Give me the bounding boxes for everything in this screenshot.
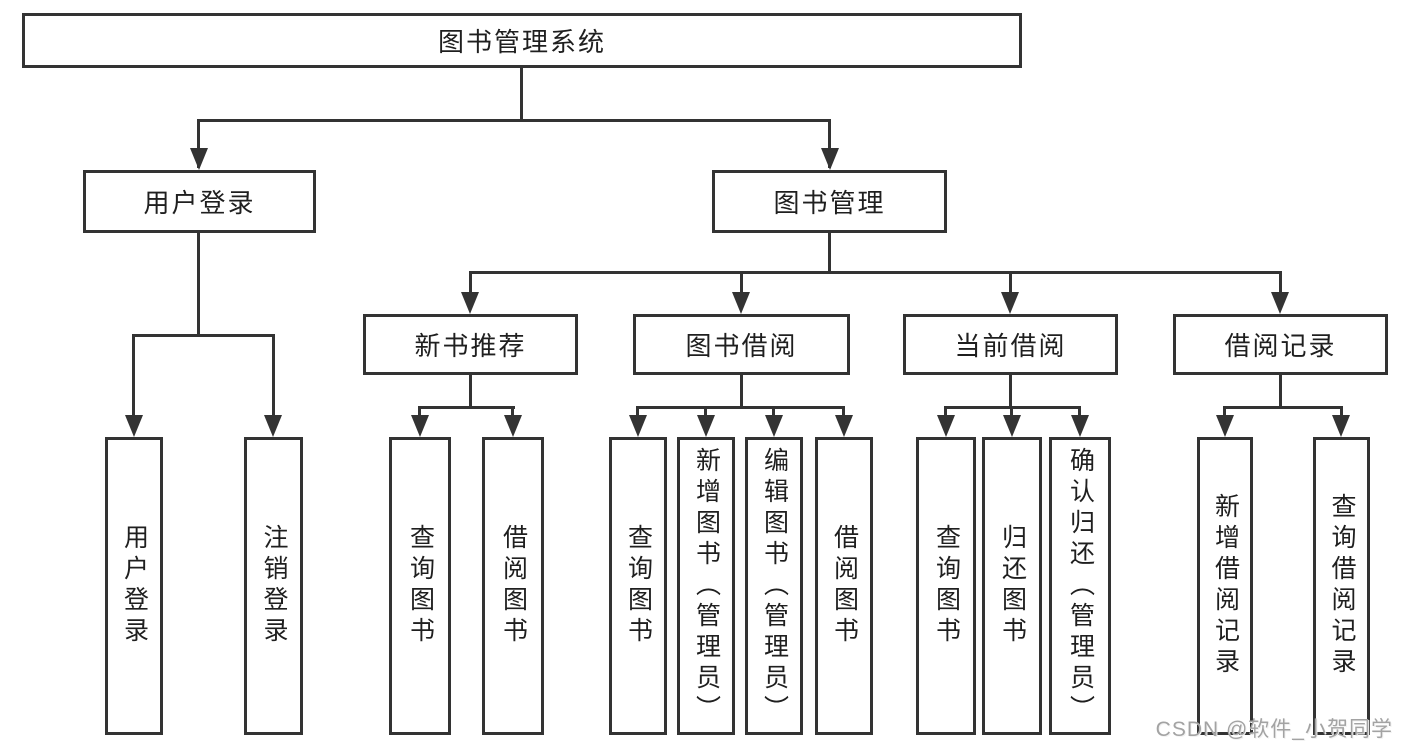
node-leaf-user-login: 用户登录 (105, 437, 163, 735)
arrow-down-icon (1071, 415, 1089, 437)
connector-vline (197, 233, 200, 336)
node-label: 当前借阅 (954, 331, 1067, 361)
arrow-down-icon (1003, 415, 1021, 437)
connector-vline (740, 271, 743, 299)
connector-vline (1009, 271, 1012, 299)
node-leaf-current-return-books: 归还图书 (982, 437, 1042, 735)
node-label: 注销登录 (260, 524, 288, 648)
connector-vline (197, 119, 200, 168)
node-leaf-borrow-query-books: 查询图书 (609, 437, 667, 735)
node-label: 图书管理系统 (437, 27, 606, 57)
node-label: 新增图书（管理员） (692, 446, 721, 726)
connector-vline (1340, 406, 1343, 422)
connector-vline (944, 406, 947, 422)
arrow-down-icon (125, 415, 143, 437)
connector-vline (772, 406, 775, 422)
connector-vline (418, 406, 421, 422)
node-label: 新增借阅记录 (1211, 493, 1240, 679)
arrow-down-icon (1216, 415, 1234, 437)
node-label: 借阅图书 (499, 524, 528, 648)
node-leaf-rec-borrow-books: 借阅图书 (482, 437, 544, 735)
connector-vline (1279, 375, 1282, 408)
connector-vline (1010, 406, 1013, 422)
arrow-down-icon (504, 415, 522, 437)
node-user-login: 用户登录 (83, 170, 316, 233)
arrow-down-icon (1001, 292, 1019, 314)
node-label: 图书管理 (773, 188, 886, 218)
node-label: 确认归还（管理员） (1066, 446, 1095, 726)
node-book-management: 图书管理 (712, 170, 947, 233)
node-leaf-current-confirm-return-admin: 确认归还（管理员） (1049, 437, 1111, 735)
connector-vline (520, 68, 523, 121)
connector-hline (636, 406, 845, 409)
arrow-down-icon (1271, 292, 1289, 314)
arrow-down-icon (1332, 415, 1350, 437)
connector-vline (511, 406, 514, 422)
connector-vline (469, 375, 472, 408)
node-label: 用户登录 (143, 188, 256, 218)
connector-hline (469, 271, 1282, 274)
connector-vline (132, 334, 135, 422)
node-borrowing-records: 借阅记录 (1173, 314, 1388, 375)
connector-vline (272, 334, 275, 422)
node-book-borrowing: 图书借阅 (633, 314, 850, 375)
connector-vline (1223, 406, 1226, 422)
connector-vline (740, 375, 743, 408)
node-leaf-records-query-record: 查询借阅记录 (1313, 437, 1370, 735)
arrow-down-icon (821, 148, 839, 170)
arrow-down-icon (411, 415, 429, 437)
node-leaf-borrow-add-books-admin: 新增图书（管理员） (677, 437, 735, 735)
node-leaf-borrow-edit-books-admin: 编辑图书（管理员） (745, 437, 803, 735)
node-label: 用户登录 (120, 524, 149, 648)
arrow-down-icon (461, 292, 479, 314)
node-label: 借阅图书 (830, 524, 859, 648)
node-leaf-borrow-borrow-books: 借阅图书 (815, 437, 873, 735)
connector-vline (1009, 375, 1012, 408)
connector-vline (1279, 271, 1282, 299)
node-library-management-system: 图书管理系统 (22, 13, 1022, 68)
connector-hline (132, 334, 275, 337)
node-leaf-rec-query-books: 查询图书 (389, 437, 451, 735)
node-leaf-logout: 注销登录 (244, 437, 303, 735)
node-label: 编辑图书（管理员） (760, 446, 789, 726)
connector-vline (636, 406, 639, 422)
arrow-down-icon (264, 415, 282, 437)
connector-vline (704, 406, 707, 422)
arrow-down-icon (765, 415, 783, 437)
node-label: 图书借阅 (685, 331, 798, 361)
arrow-down-icon (629, 415, 647, 437)
connector-hline (418, 406, 515, 409)
connector-hline (197, 119, 831, 122)
connector-vline (828, 233, 831, 273)
node-label: 借阅记录 (1224, 331, 1337, 361)
node-current-borrowing: 当前借阅 (903, 314, 1118, 375)
node-label: 新书推荐 (414, 331, 527, 361)
node-label: 查询图书 (932, 524, 961, 648)
arrow-down-icon (937, 415, 955, 437)
node-leaf-records-add-record: 新增借阅记录 (1197, 437, 1253, 735)
watermark: CSDN @软件_小贺同学 (1155, 718, 1393, 741)
connector-vline (828, 119, 831, 168)
connector-hline (1223, 406, 1343, 409)
node-label: 查询图书 (406, 524, 435, 648)
connector-vline (842, 406, 845, 422)
node-label: 归还图书 (998, 524, 1027, 648)
node-label: 查询图书 (624, 524, 653, 648)
arrow-down-icon (835, 415, 853, 437)
arrow-down-icon (697, 415, 715, 437)
node-leaf-current-query-books: 查询图书 (916, 437, 976, 735)
connector-vline (469, 271, 472, 299)
node-label: 查询借阅记录 (1328, 493, 1356, 679)
node-new-book-recommendation: 新书推荐 (363, 314, 578, 375)
arrow-down-icon (732, 292, 750, 314)
connector-vline (1078, 406, 1081, 422)
arrow-down-icon (190, 148, 208, 170)
